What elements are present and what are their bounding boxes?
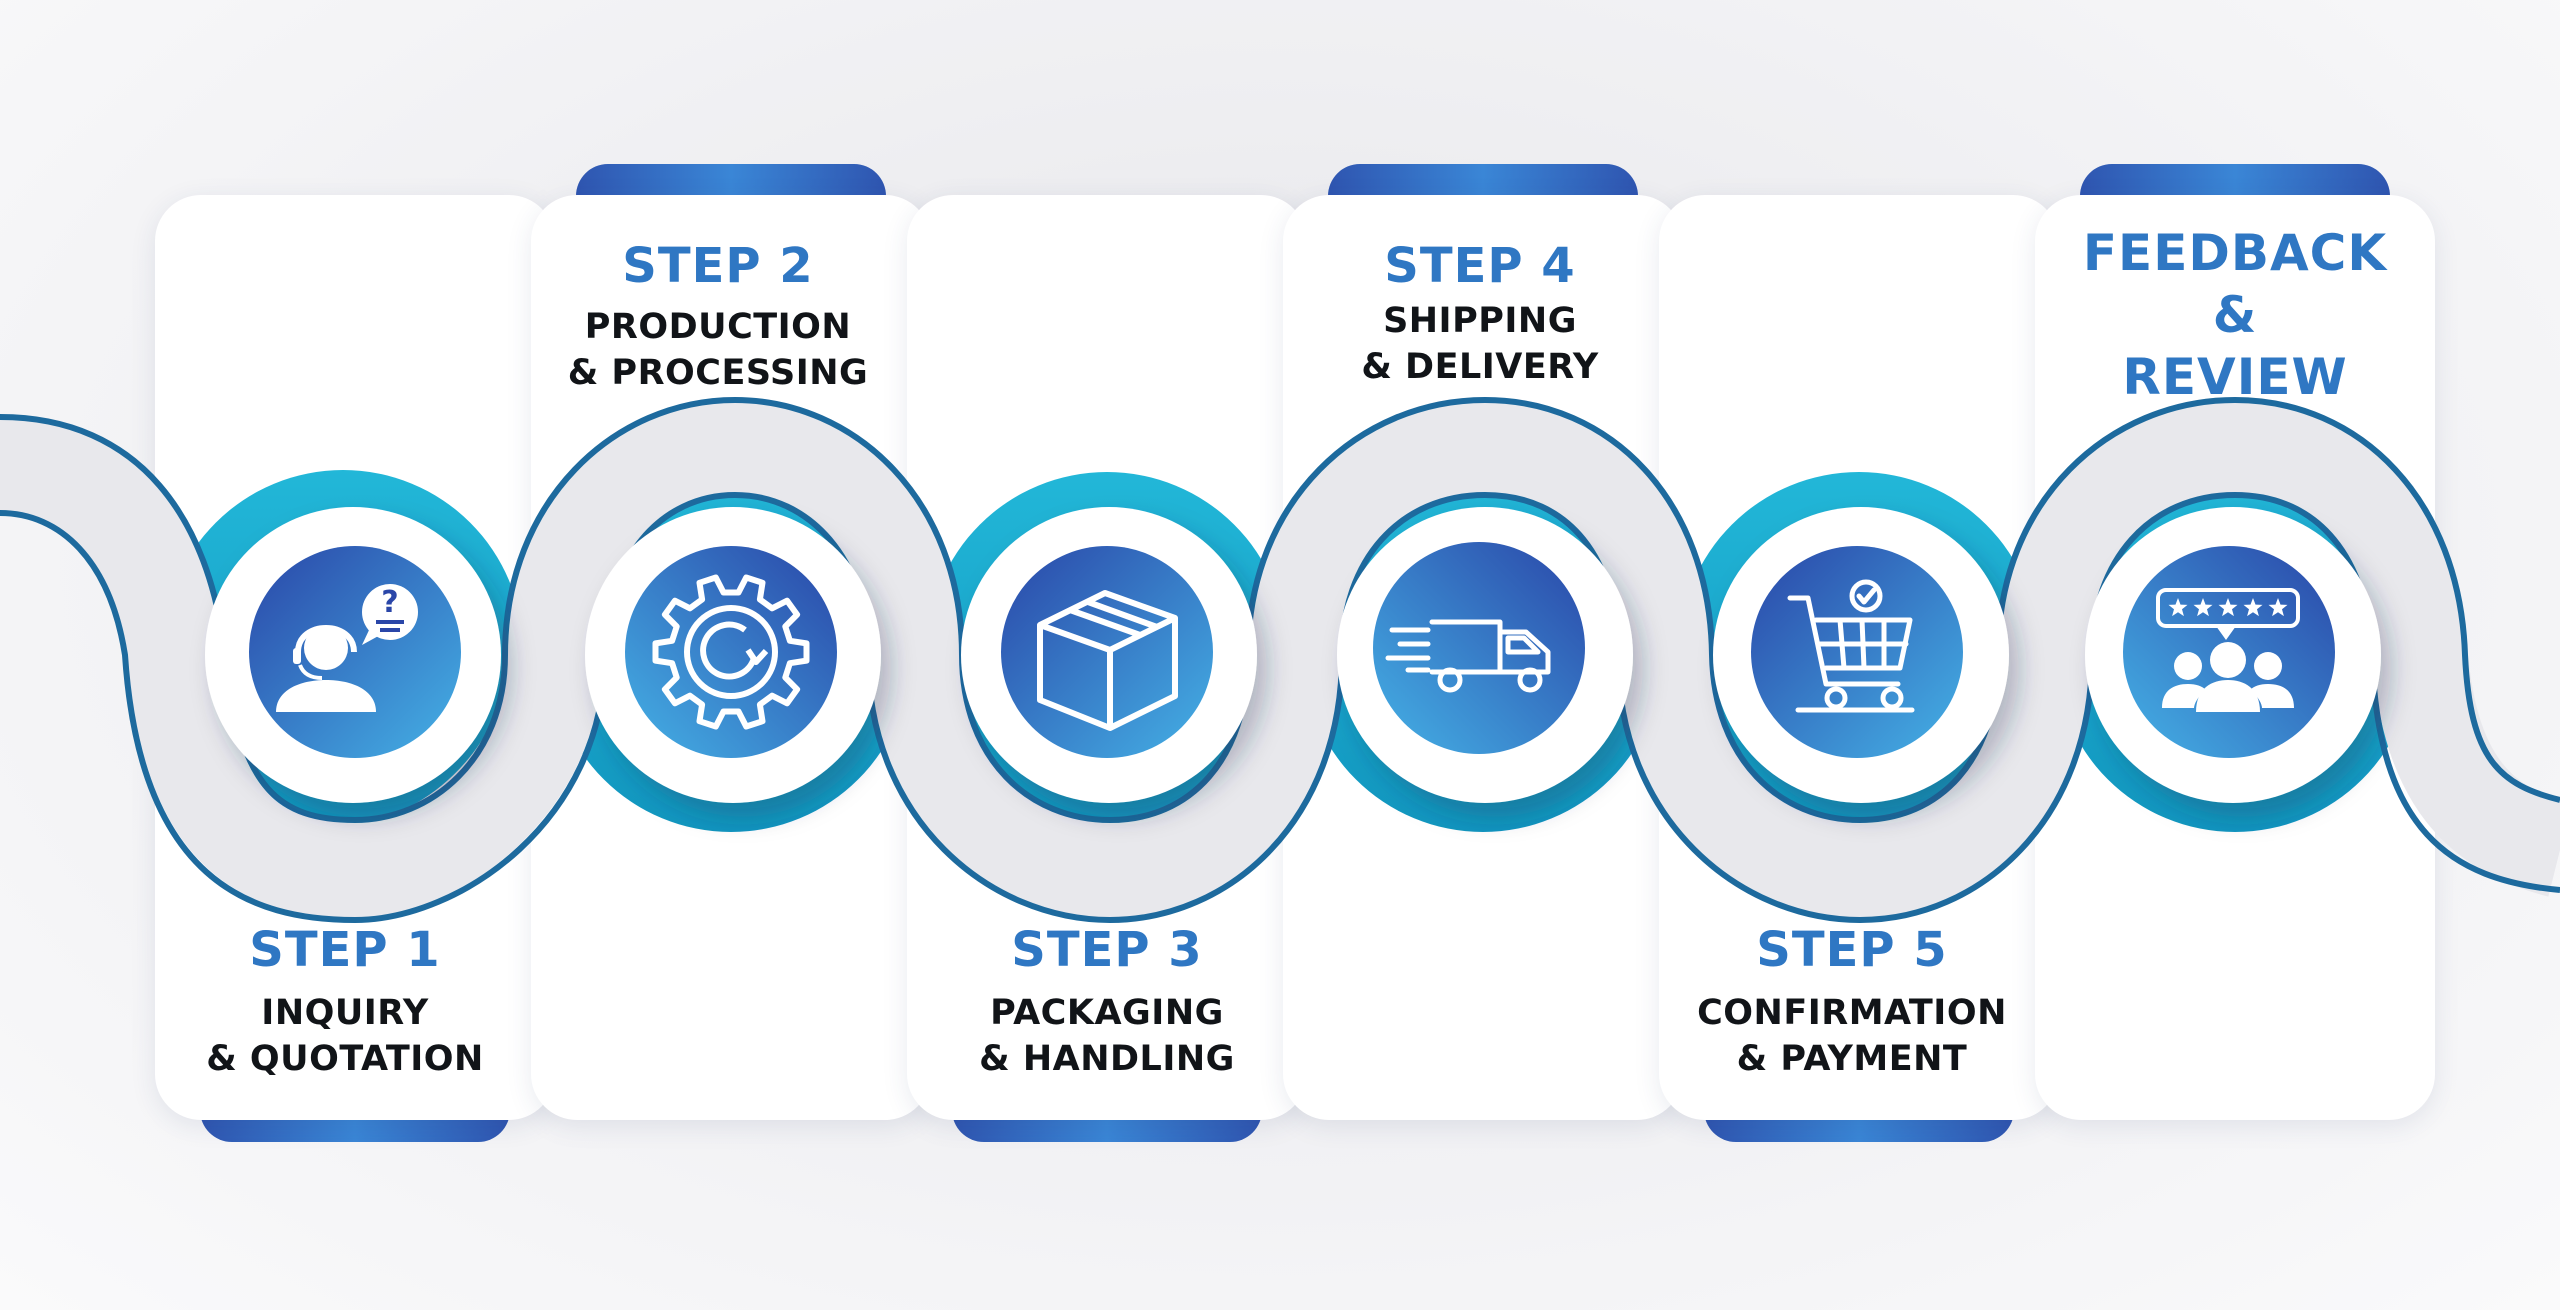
step-title-line2: & PROCESSING (567, 353, 869, 393)
step-number: STEP 1 (249, 922, 441, 978)
icon-disc-5 (1751, 546, 1963, 758)
step-title-line1: CONFIRMATION (1697, 993, 2007, 1033)
customer-support-icon: ? (276, 584, 418, 712)
step-label-3: STEP 3 PACKAGING & HANDLING (907, 922, 1307, 1082)
star-icon (2168, 598, 2188, 617)
step-number: STEP 5 (1756, 922, 1948, 978)
gear-process-icon (652, 574, 810, 730)
step-label-1: STEP 1 INQUIRY & QUOTATION (145, 922, 545, 1082)
step-title-line2: & QUOTATION (206, 1039, 484, 1079)
delivery-truck-icon (1385, 619, 1551, 693)
step-title-line1: SHIPPING (1383, 301, 1577, 341)
icon-disc-4 (1373, 542, 1585, 754)
star-icon (2218, 598, 2238, 617)
step-label-2: STEP 2 PRODUCTION & PROCESSING (518, 238, 918, 396)
star-icon (2268, 598, 2288, 617)
step-number: STEP 3 (1011, 922, 1203, 978)
step-number: STEP 2 (622, 238, 814, 294)
step-label-4: STEP 4 SHIPPING & DELIVERY (1280, 238, 1680, 390)
step-title-line2: & DELIVERY (1361, 347, 1599, 387)
wave-band (0, 396, 2560, 919)
step-title-line1: INQUIRY (261, 993, 429, 1033)
final-label: FEEDBACK & REVIEW (2035, 222, 2435, 408)
svg-text:?: ? (381, 585, 398, 620)
final-title-line2: & (2212, 286, 2258, 344)
package-box-icon (1037, 590, 1178, 731)
star-icon (2193, 598, 2213, 617)
final-title-line3: REVIEW (2122, 348, 2348, 406)
step-title-line1: PRODUCTION (584, 307, 852, 347)
step-title-line2: & HANDLING (979, 1039, 1235, 1079)
final-title-line1: FEEDBACK (2082, 224, 2388, 282)
customer-review-icon (2156, 588, 2300, 712)
step-title-line1: PACKAGING (990, 993, 1224, 1033)
star-icon (2243, 598, 2263, 617)
shopping-cart-icon (1787, 579, 1915, 713)
step-number: STEP 4 (1384, 238, 1576, 294)
step-title-line2: & PAYMENT (1736, 1039, 1968, 1079)
step-label-5: STEP 5 CONFIRMATION & PAYMENT (1652, 922, 2052, 1082)
